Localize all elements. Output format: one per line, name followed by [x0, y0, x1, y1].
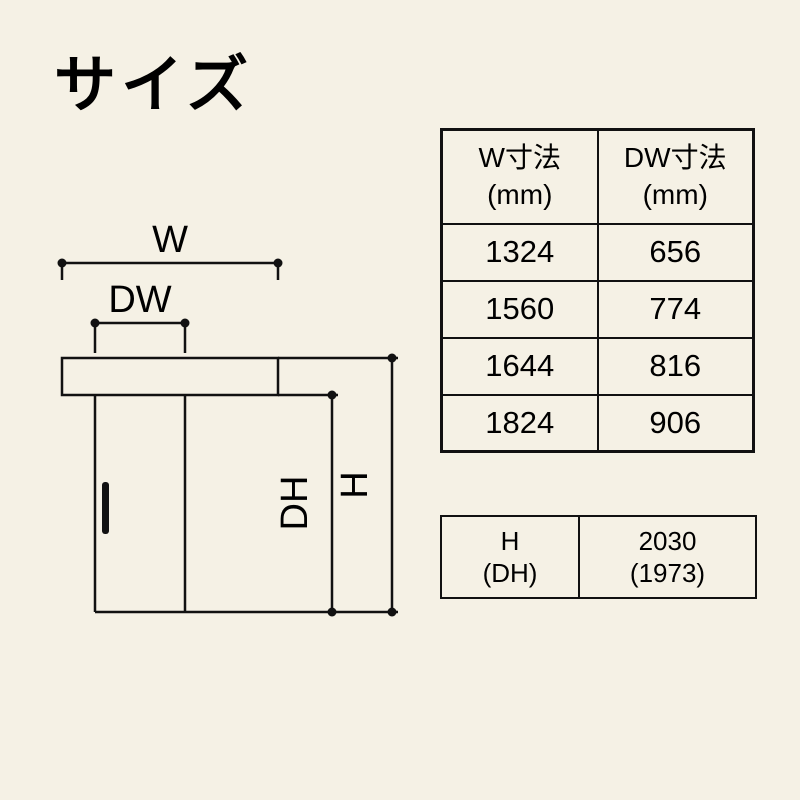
- height-value-cell: 2030 (1973): [578, 515, 757, 599]
- door-handle: [102, 482, 109, 534]
- label-dw: DW: [108, 279, 171, 321]
- dimension-endpoints: [57, 258, 397, 617]
- label-w: W: [152, 219, 188, 261]
- dimension-w-lines: [60, 261, 280, 280]
- size-table: W寸法 (mm) DW寸法 (mm) 1324 656 1560 774 164…: [440, 128, 755, 453]
- cell-dw-value: 656: [596, 222, 755, 282]
- size-table-header-w: W寸法 (mm): [440, 128, 599, 225]
- header-dw-line2: (mm): [642, 178, 708, 210]
- table-row: 1824 906: [440, 393, 755, 453]
- door-panel: [93, 395, 187, 612]
- header-dw-line1: DW寸法: [623, 142, 727, 174]
- cell-dw-value: 816: [596, 336, 755, 396]
- cell-w-value: 1560: [440, 279, 599, 339]
- table-row: 1644 816: [440, 336, 755, 396]
- height-value-line2: (1973): [629, 558, 706, 588]
- page-title: サイズ: [54, 51, 254, 120]
- cell-dw-value: 774: [596, 279, 755, 339]
- cell-w-value: 1324: [440, 222, 599, 282]
- height-value-line1: 2030: [638, 525, 697, 556]
- table-row: 1560 774: [440, 279, 755, 339]
- dimension-dw-lines: [93, 321, 187, 353]
- cell-dw-value: 906: [596, 393, 755, 453]
- label-h: H: [334, 471, 376, 498]
- header-w-line2: (mm): [487, 178, 553, 210]
- height-label-line2: (DH): [482, 558, 538, 588]
- cell-w-value: 1644: [440, 336, 599, 396]
- door-frame: [60, 356, 280, 397]
- height-label-cell: H (DH): [440, 515, 580, 599]
- height-table: H (DH) 2030 (1973): [440, 515, 757, 599]
- door-diagram: W DW DH H: [57, 219, 398, 617]
- size-table-header-dw: DW寸法 (mm): [596, 128, 755, 225]
- height-table-row: H (DH) 2030 (1973): [440, 515, 757, 599]
- header-w-line1: W寸法: [478, 142, 561, 174]
- label-dh: DH: [274, 476, 316, 531]
- table-row: 1324 656: [440, 222, 755, 282]
- size-table-header-row: W寸法 (mm) DW寸法 (mm): [440, 128, 755, 225]
- height-label-line1: H: [500, 525, 520, 556]
- cell-w-value: 1824: [440, 393, 599, 453]
